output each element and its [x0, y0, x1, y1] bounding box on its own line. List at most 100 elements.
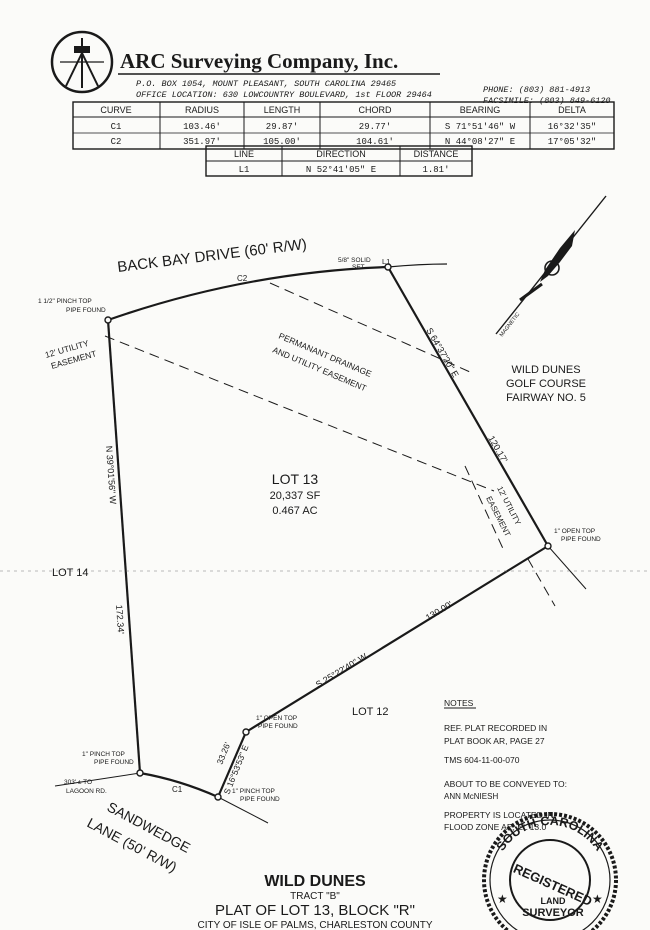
boundary-short [216, 731, 248, 798]
curve-table-cell: N 44°08'27" E [445, 137, 515, 147]
label-solid-set: 5/8" SOLID [338, 257, 371, 264]
label-pinch-top-sw: 1" PINCH TOP [82, 751, 125, 758]
curve-table-cell: 29.87' [266, 122, 298, 132]
marker-open-top-mid [242, 728, 250, 736]
label-golf-course: FAIRWAY NO. 5 [506, 392, 586, 404]
sandwedge-lane-line [54, 772, 141, 787]
notes-flood-zone: PROPERTY IS LOCATED IN [444, 810, 554, 820]
label-lot-area-sf: 20,337 SF [270, 490, 321, 502]
notes-conveyance: ANN McNIESH [444, 792, 498, 801]
notes-tms: TMS 604-11-00-070 [444, 755, 520, 765]
notes-conveyance: ABOUT TO BE CONVEYED TO: [444, 779, 567, 789]
property-markers [104, 263, 552, 801]
notes-title: NOTES [444, 698, 474, 708]
line-table-header: DISTANCE [414, 149, 459, 159]
label-l1: L1 [382, 257, 390, 266]
boundary-southeast [245, 545, 549, 733]
title-wild-dunes: WILD DUNES [264, 873, 366, 890]
curve-table-cell: 105.00' [263, 137, 301, 147]
label-lot-area-ac: 0.467 AC [272, 505, 317, 517]
notes-ref-plat: PLAT BOOK AR, PAGE 27 [444, 736, 545, 746]
marker-pinch-top-nw [104, 316, 112, 324]
boundary-west [106, 319, 142, 774]
curve-table-header: CURVE [100, 105, 131, 115]
north-arrow-icon [495, 195, 607, 335]
company-fax: FACSIMILE: (803) 849-6120 [483, 96, 611, 106]
label-bearing-east: S 64°37'20" E [424, 326, 460, 379]
label-open-top-mid: 1" OPEN TOP [256, 715, 297, 722]
curve-table-cell: C1 [111, 122, 122, 132]
label-pinch-top-se: PIPE FOUND [240, 796, 280, 803]
label-pinch-top-sw: PIPE FOUND [94, 759, 134, 766]
curve-table-cell: 104.61' [356, 137, 394, 147]
curve-table-cell: 29.77' [359, 122, 391, 132]
line-table-cell: N 52°41'05" E [306, 165, 376, 175]
label-lot-12: LOT 12 [352, 706, 389, 718]
boundary-east [387, 266, 549, 547]
company-phone: PHONE: (803) 881-4913 [483, 85, 590, 95]
title-plat-of-lot: PLAT OF LOT 13, BLOCK "R" [215, 902, 415, 919]
label-distance-short: 33.26' [215, 740, 233, 765]
label-lot-13: LOT 13 [272, 471, 319, 487]
curve-table-header: CHORD [359, 105, 392, 115]
company-office: OFFICE LOCATION: 630 LOWCOUNTRY BOULEVAR… [136, 90, 432, 100]
seal-land: LAND [541, 896, 566, 906]
street-back-bay-drive: BACK BAY DRIVE (60' R/W) [116, 236, 307, 276]
sandwedge-lane-line-east [217, 796, 269, 824]
company-logo [50, 30, 114, 94]
company-address: P.O. BOX 1054, MOUNT PLEASANT, SOUTH CAR… [136, 79, 396, 89]
label-distance-west: 172.34' [114, 604, 126, 634]
curve-table-cell: C2 [111, 137, 122, 147]
label-open-top-mid: PIPE FOUND [258, 723, 298, 730]
label-golf-course: GOLF COURSE [506, 378, 586, 390]
curve-table-cell: 351.97' [183, 137, 221, 147]
curve-table-cell: 16°32'35" [548, 122, 597, 132]
label-bearing-southeast: S 25°22'40" W [314, 651, 369, 690]
notes-flood-zone: FLOOD ZONE AE, EL 13.0 [444, 822, 546, 832]
marker-open-top-east [544, 542, 552, 550]
company-name: ARC Surveying Company, Inc. [120, 49, 398, 73]
marker-solid-set [384, 263, 392, 271]
seal-star-icon-right: ★ [592, 892, 603, 906]
notes-ref-plat: REF. PLAT RECORDED IN [444, 723, 547, 733]
label-open-top-east: PIPE FOUND [561, 536, 601, 543]
marker-pinch-top-sw [136, 769, 144, 777]
lot-line-extension [547, 545, 587, 590]
curve-table-header: DELTA [558, 105, 586, 115]
boundary-c2-curve [107, 265, 389, 322]
line-table: LINE DIRECTION DISTANCE L1 N 52°41'05" E 1.81… [205, 145, 473, 177]
line-table-cell: 1.81' [422, 165, 449, 175]
line-table-cell: L1 [239, 165, 250, 175]
curve-table-cell: 17°05'32" [548, 137, 597, 147]
title-tract: TRACT "B" [290, 891, 340, 902]
title-city-county: CITY OF ISLE OF PALMS, CHARLESTON COUNTY [197, 920, 432, 930]
lot-boundary [54, 263, 587, 824]
curve-table-cell: 103.46' [183, 122, 221, 132]
label-bearing-west: N 39°01'56" W [104, 445, 118, 505]
label-lagoon-distance: LAGOON RD. [66, 788, 107, 795]
label-pinch-top-nw: PIPE FOUND [66, 307, 106, 314]
back-bay-drive-line [387, 263, 448, 268]
seal-star-icon: ★ [497, 892, 508, 906]
curve-table-header: BEARING [460, 105, 501, 115]
curve-table-cell: S 71°51'46" W [445, 122, 516, 132]
line-table-header: DIRECTION [316, 149, 366, 159]
label-open-top-east: 1" OPEN TOP [554, 528, 595, 535]
label-distance-southeast: 130.00' [424, 599, 454, 623]
label-solid-set: SET [352, 264, 365, 271]
marker-pinch-top-se [214, 793, 222, 801]
boundary-c1-curve [139, 771, 219, 799]
label-pinch-top-se: 1" PINCH TOP [232, 788, 275, 795]
label-lot-14: LOT 14 [52, 567, 89, 579]
label-lagoon-distance: 303' ± TO [64, 779, 92, 786]
curve-table-header: RADIUS [185, 105, 219, 115]
label-c2: C2 [237, 274, 248, 283]
label-c1: C1 [172, 785, 183, 794]
label-golf-course: WILD DUNES [511, 364, 580, 376]
seal-surveyor: SURVEYOR [522, 907, 584, 919]
line-table-header: LINE [234, 149, 254, 159]
